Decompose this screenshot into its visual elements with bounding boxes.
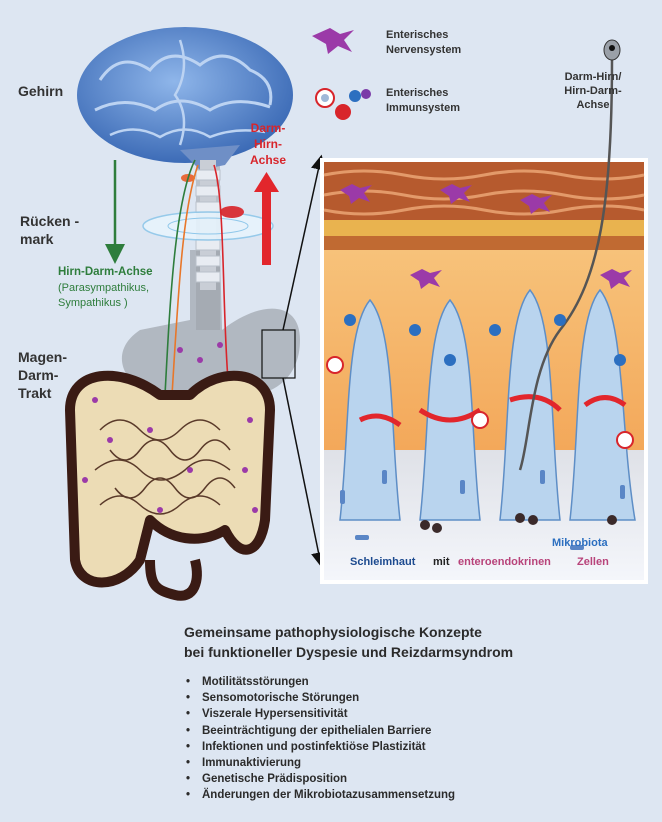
list-item-text: Viszerale Hypersensitivität	[202, 708, 348, 721]
label-gut-brain-axis: Darm- Hirn- Achse	[248, 120, 288, 168]
label-gut-line3: Trakt	[18, 385, 52, 401]
concepts-title-line2: bei funktioneller Dyspesie und Reizdarms…	[184, 644, 514, 660]
bullet: •	[186, 724, 191, 737]
list-item-text: Genetische Prädisposition	[202, 773, 348, 786]
list-item: • Genetische Prädisposition	[186, 771, 455, 787]
label-right-axis: Darm-Hirn/ Hirn-Darm- Achse	[557, 70, 629, 112]
bullet: •	[186, 708, 191, 721]
concepts-title: Gemeinsame pathophysiologische Konzepte …	[184, 622, 624, 662]
legend-eis-2: Immunsystem	[386, 102, 460, 114]
list-item: • Infektionen und postinfektiöse Plastizi…	[186, 739, 455, 755]
bullet: •	[186, 756, 191, 769]
immune-markers	[315, 88, 634, 449]
list-item-text: Motilitätsstörungen	[202, 676, 309, 688]
list-item-text: Änderungen der Mikrobiotazusammensetzung	[202, 789, 456, 802]
nerve-paths	[164, 159, 229, 396]
label-with: mit	[433, 556, 450, 568]
list-item: • Sensomotorische Störungen	[186, 690, 455, 706]
bullet: •	[186, 773, 191, 786]
list-item-text: Immunaktivierung	[202, 756, 302, 769]
axis-arrows	[105, 160, 279, 265]
list-item: • Beeinträchtigung der epithelialen Barri…	[186, 723, 455, 739]
list-item-text: Infektionen und postinfektiöse Plastizit…	[202, 740, 426, 753]
spinal-cord	[142, 160, 274, 290]
label-gut-brain-axis-3: Achse	[249, 153, 287, 167]
probe-head	[603, 39, 621, 61]
bullet: •	[186, 676, 191, 688]
label-mucosa: Schleimhaut	[350, 556, 416, 568]
label-right-axis-3: Achse	[576, 99, 610, 111]
zoom-indicator	[261, 154, 326, 568]
list-item: • Viszerale Hypersensitivität	[186, 706, 455, 722]
list-item-text: Sensomotorische Störungen	[202, 692, 360, 705]
label-right-axis-2: Hirn-Darm-	[564, 85, 622, 97]
legend-eis-1: Enterisches	[386, 87, 449, 99]
bullet: •	[186, 692, 191, 705]
concepts-list: • Motilitätsstörungen • Sensomotorische St…	[186, 674, 455, 804]
label-gut-line1: Magen-	[18, 349, 67, 365]
bullet: •	[186, 789, 191, 802]
list-item: • Änderungen der Mikrobiotazusammensetzun…	[186, 787, 455, 803]
bullet: •	[186, 740, 191, 753]
list-item: • Motilitätsstörungen	[186, 674, 455, 690]
label-microbiota: Mikrobiota	[552, 537, 608, 549]
label-spinal-line2: mark	[20, 231, 54, 247]
label-enteroendocrine: enteroendokrinen	[458, 556, 551, 568]
label-gut-brain-axis-2: Hirn-	[254, 137, 282, 151]
neuron-markers	[82, 28, 632, 513]
legend-ens-2: Nervensystem	[386, 44, 462, 56]
label-brain: Gehirn	[18, 83, 64, 99]
brain	[77, 27, 293, 170]
label-brain-gut-sub1: (Parasympathikus,	[58, 282, 150, 294]
mucosa-panel	[320, 59, 648, 584]
colon	[65, 370, 275, 601]
label-cells: Zellen	[577, 556, 609, 568]
list-item: • Immunaktivierung	[186, 755, 455, 771]
label-gut-line2: Darm-	[18, 367, 59, 383]
label-brain-gut-axis: Hirn-Darm-Achse	[58, 266, 153, 278]
label-brain-gut-sub2: Sympathikus )	[58, 297, 128, 309]
legend-ens-1: Enterisches	[386, 29, 449, 41]
label-gut-brain-axis-1: Darm-	[250, 121, 286, 135]
list-item-text: Beeinträchtigung der epithelialen Barrie…	[202, 724, 432, 737]
label-right-axis-1: Darm-Hirn/	[564, 71, 622, 83]
label-spinal-line1: Rücken -	[20, 213, 80, 229]
concepts-title-line1: Gemeinsame pathophysiologische Konzepte	[184, 624, 482, 640]
